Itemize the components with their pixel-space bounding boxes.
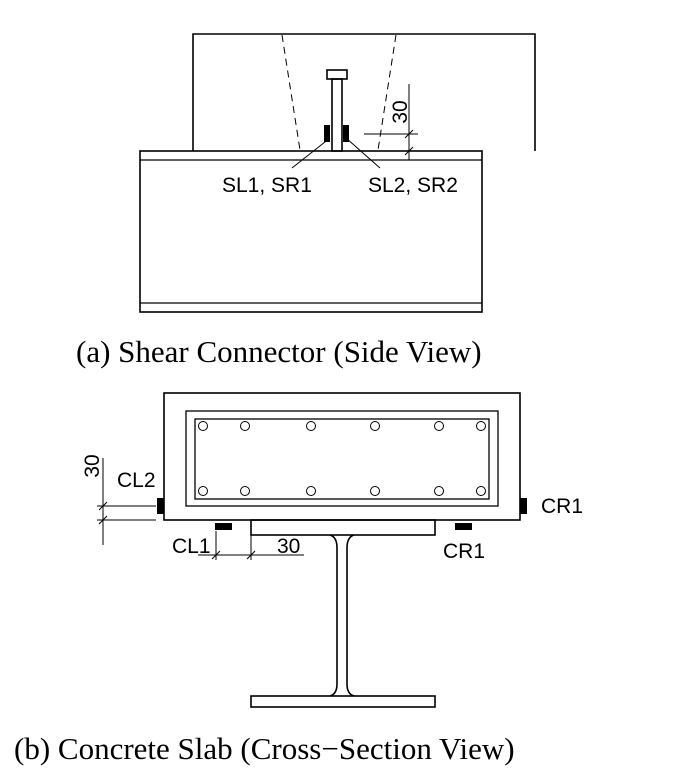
caption-cross-section: (b) Concrete Slab (Cross−Section View)	[14, 731, 515, 766]
failure-cone-left	[281, 34, 301, 151]
label-cl2: CL2	[117, 469, 156, 492]
side-dimension-label: 30	[389, 100, 412, 123]
vdim-tick-upper	[98, 501, 108, 511]
label-sl2-sr2: SL2, SR2	[368, 174, 458, 197]
caption-side-view: (a) Shear Connector (Side View)	[76, 334, 482, 369]
failure-cone-right	[377, 34, 397, 151]
gauge-cr1-bottom	[455, 523, 472, 530]
strain-gauge-sl1	[324, 125, 330, 142]
steel-beam-outline	[139, 150, 483, 313]
stud-head	[326, 69, 348, 80]
vdim-tick-lower	[98, 515, 108, 525]
leader-right	[345, 137, 381, 169]
leader-left	[291, 137, 331, 169]
hdim-tick-right	[246, 550, 256, 560]
vertical-dimension-label: 30	[81, 454, 104, 477]
i-beam-bottom-flange	[250, 695, 436, 708]
i-beam-web	[329, 534, 355, 697]
label-sl1-sr1: SL1, SR1	[222, 174, 312, 197]
label-cl1: CL1	[172, 535, 211, 558]
side-view-figure: 30 SL1, SR1 SL2, SR2	[139, 33, 536, 313]
label-cr1-bottom: CR1	[443, 540, 485, 563]
cross-section-figure: 30 30 CL2 CR1 CL1 CR1	[81, 392, 583, 708]
strain-gauge-sl2	[343, 125, 349, 142]
horizontal-dimension-label: 30	[277, 535, 300, 558]
label-cr1-side: CR1	[541, 495, 583, 518]
rebar-bottom-row	[198, 486, 486, 496]
rebar-top-row	[198, 421, 486, 431]
gauge-cl1	[215, 523, 232, 530]
i-beam-top-flange	[250, 519, 436, 536]
dim-tick-lower	[404, 146, 414, 156]
concrete-slab-outline	[192, 33, 536, 151]
gauge-cr1-side	[520, 498, 527, 514]
gauge-cl2	[157, 498, 164, 514]
slab-outline	[163, 392, 521, 521]
stud-shank	[331, 78, 343, 152]
stirrup	[194, 418, 490, 500]
hdim-tick-left	[211, 550, 221, 560]
dim-tick-upper	[404, 129, 414, 139]
inner-section-box	[185, 410, 499, 507]
